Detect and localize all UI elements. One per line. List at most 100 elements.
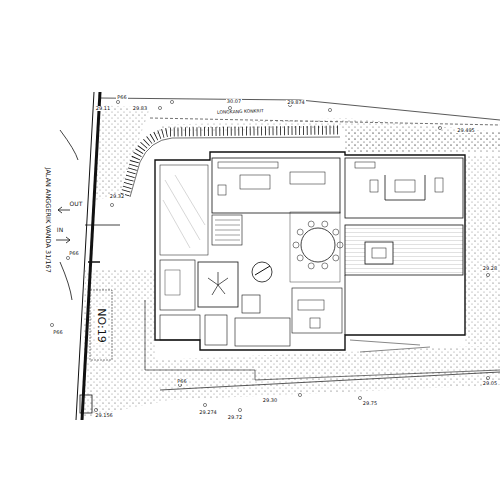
site-boundary bbox=[160, 372, 500, 390]
spot-level: P66 bbox=[52, 330, 63, 335]
cabinet bbox=[355, 162, 375, 168]
chair bbox=[310, 318, 320, 328]
survey-point bbox=[110, 203, 113, 206]
porch-lines bbox=[163, 175, 205, 248]
out-arrow bbox=[58, 207, 70, 213]
chair bbox=[322, 263, 328, 269]
spot-level: 29.11 bbox=[95, 106, 111, 111]
spot-level: 29.72 bbox=[227, 415, 243, 420]
chair bbox=[333, 229, 339, 235]
bathroom bbox=[205, 315, 227, 345]
spot-level: 29.75 bbox=[362, 401, 378, 406]
survey-point bbox=[238, 408, 241, 411]
round-table bbox=[301, 228, 335, 262]
appliance bbox=[218, 185, 226, 195]
survey-point bbox=[228, 106, 231, 109]
spot-level: 29.28 bbox=[482, 266, 498, 271]
ground-stipple bbox=[345, 128, 500, 152]
gazebo-seat bbox=[372, 248, 386, 258]
sofa bbox=[298, 300, 324, 310]
spot-level: P66 bbox=[68, 251, 79, 256]
ground-stipple bbox=[150, 118, 500, 152]
house-outline bbox=[155, 152, 465, 350]
step-lines bbox=[350, 340, 430, 352]
survey-point bbox=[94, 408, 97, 411]
spot-level: 29.83 bbox=[132, 106, 148, 111]
plot-tag bbox=[90, 290, 112, 360]
road-edge bbox=[60, 262, 72, 300]
room bbox=[160, 315, 200, 340]
spot-level: 29.05 bbox=[482, 381, 498, 386]
spot-level: 29.30 bbox=[262, 398, 278, 403]
palm-tree bbox=[208, 272, 228, 295]
wall bbox=[345, 275, 346, 335]
chair bbox=[308, 263, 314, 269]
dining-bench bbox=[290, 172, 325, 184]
feature-mark bbox=[255, 266, 270, 275]
meter-box bbox=[80, 395, 92, 413]
island bbox=[240, 175, 270, 189]
survey-point bbox=[328, 108, 331, 111]
survey-point bbox=[438, 126, 441, 129]
spot-level: 29.156 bbox=[94, 413, 114, 418]
spot-level: P66 bbox=[116, 95, 127, 100]
survey-points bbox=[50, 100, 489, 411]
site-boundary bbox=[100, 98, 500, 120]
chair bbox=[293, 242, 299, 248]
round-feature bbox=[252, 262, 272, 282]
dining-room bbox=[290, 212, 340, 282]
survey-point bbox=[116, 100, 119, 103]
gate-post bbox=[88, 261, 100, 263]
room bbox=[235, 318, 290, 346]
living-room bbox=[345, 158, 463, 218]
street-name: JALAN ANGGERIK VANDA 31/167 bbox=[45, 166, 52, 273]
drain-note: LONGKANG KONKRIT bbox=[216, 109, 265, 115]
ground-stipple bbox=[465, 155, 500, 345]
armchair bbox=[435, 178, 443, 192]
survey-point bbox=[486, 273, 489, 276]
armchair bbox=[370, 180, 378, 192]
spot-level: 29.32 bbox=[109, 194, 125, 199]
lift bbox=[242, 295, 260, 313]
boundary-wall bbox=[76, 92, 94, 420]
spot-level: 29.874 bbox=[286, 100, 306, 105]
chair bbox=[322, 221, 328, 227]
plot-number: NO:19 bbox=[96, 307, 107, 343]
room bbox=[160, 260, 195, 310]
direction-label: IN bbox=[56, 227, 64, 233]
family-room bbox=[292, 288, 342, 333]
spot-level: 30.07 bbox=[226, 99, 242, 104]
spot-level: 29.495 bbox=[456, 128, 476, 133]
courtyard bbox=[198, 262, 238, 307]
terrace-edge bbox=[145, 300, 500, 380]
survey-point bbox=[158, 106, 161, 109]
chair bbox=[308, 221, 314, 227]
deck bbox=[345, 225, 463, 275]
counter bbox=[218, 162, 278, 168]
chair bbox=[297, 229, 303, 235]
stair bbox=[212, 215, 242, 245]
coffee-table bbox=[395, 180, 415, 192]
chair bbox=[297, 255, 303, 261]
spot-level: 29.274 bbox=[198, 410, 218, 415]
in-arrow bbox=[56, 237, 70, 243]
car-porch bbox=[160, 165, 208, 255]
gate-line bbox=[85, 225, 120, 226]
survey-point bbox=[358, 396, 361, 399]
survey-point bbox=[50, 323, 53, 326]
bed bbox=[165, 270, 180, 295]
chairs bbox=[293, 221, 343, 269]
sofa bbox=[385, 175, 425, 200]
spot-level: P66 bbox=[176, 379, 187, 384]
survey-point bbox=[66, 256, 69, 259]
direction-label: OUT bbox=[69, 201, 84, 207]
kitchen bbox=[212, 158, 340, 213]
drain-line bbox=[150, 118, 500, 125]
chair bbox=[333, 255, 339, 261]
stair-treads bbox=[215, 220, 240, 240]
survey-point bbox=[298, 393, 301, 396]
survey-point bbox=[203, 403, 206, 406]
survey-point bbox=[178, 383, 181, 386]
road-edge bbox=[60, 130, 78, 160]
survey-point bbox=[486, 376, 489, 379]
